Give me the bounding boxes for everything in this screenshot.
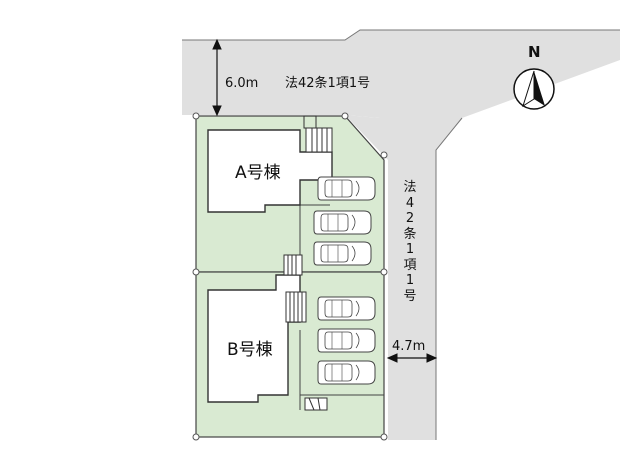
north-road-width-label: 6.0m <box>225 76 259 91</box>
north-road-type-label: 法42条1項1号 <box>285 76 371 91</box>
building-b-stairs <box>283 254 328 411</box>
building-a <box>207 129 333 213</box>
lot-corner-markers <box>192 112 388 441</box>
building-a-stairs <box>303 115 333 153</box>
east-road-dimension <box>386 353 438 363</box>
building-a-label: A号棟 <box>235 163 281 183</box>
east-road-width-label: 4.7m <box>392 339 426 354</box>
building-b-label: B号棟 <box>227 340 273 360</box>
road-edge-east <box>435 117 463 440</box>
road-edge-north <box>182 29 620 41</box>
parking-car <box>313 210 372 235</box>
north-road <box>182 30 620 118</box>
compass-north-label: N <box>528 43 541 61</box>
parking-car <box>317 360 376 385</box>
parking-car <box>313 241 372 266</box>
compass <box>513 68 555 110</box>
north-road-dimension <box>212 38 222 117</box>
east-road-type-label: 法42条1項1号 <box>403 180 417 304</box>
parking-car <box>317 176 376 201</box>
divider-line-b <box>299 330 384 410</box>
parking-car <box>317 296 376 321</box>
parking-car <box>317 328 376 353</box>
